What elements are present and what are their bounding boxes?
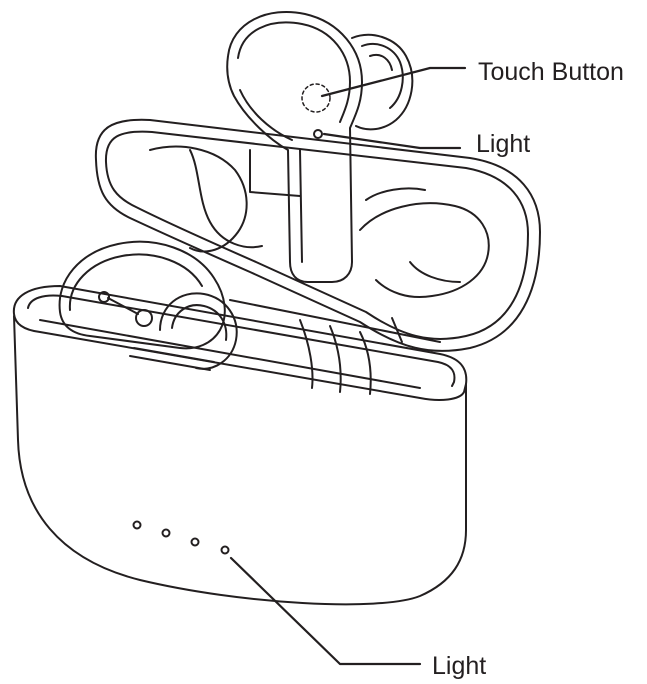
bud-dot-large <box>135 309 153 327</box>
case-led-1 <box>132 520 142 530</box>
touch-button-label: Touch Button <box>478 58 624 86</box>
earbud-raised <box>226 10 414 283</box>
earbud-in-case <box>58 240 238 370</box>
case-light-label: Light <box>432 652 487 680</box>
earbud-light-dot <box>313 129 323 139</box>
leader-lines <box>229 66 467 666</box>
leader-light-case <box>229 556 422 666</box>
case-led-3 <box>190 537 200 547</box>
earbud-light-label: Light <box>476 130 531 158</box>
case-lid <box>94 118 541 352</box>
case-body <box>13 315 467 606</box>
case-led-2 <box>161 528 171 538</box>
case-led-4 <box>220 545 230 555</box>
touch-button-marker <box>301 83 331 113</box>
bud-dot-small <box>98 291 110 303</box>
leader-touch-button <box>320 66 467 98</box>
leader-light-earbud <box>322 132 462 150</box>
